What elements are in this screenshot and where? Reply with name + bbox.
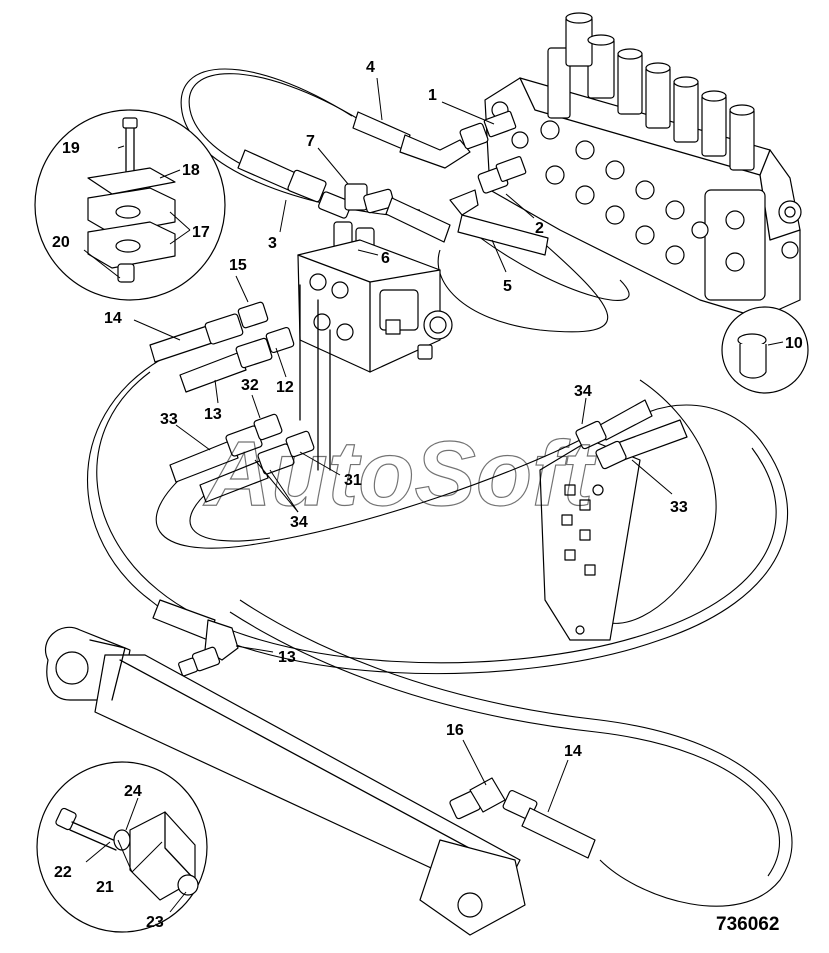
detail-clamp-21-24 <box>36 761 208 933</box>
figure-number: 736062 <box>716 914 779 935</box>
callout-13-upper: 13 <box>204 406 222 423</box>
hose-assembly-4 <box>352 110 517 169</box>
elbow-hose-13-lower <box>152 599 239 677</box>
callout-4: 4 <box>366 59 375 76</box>
callout-12: 12 <box>276 379 294 396</box>
callout-16: 16 <box>446 722 464 739</box>
hose-assembly-3 <box>237 149 327 203</box>
callout-20: 20 <box>52 234 70 251</box>
callout-7: 7 <box>306 133 315 150</box>
callout-1: 1 <box>428 87 437 104</box>
callout-15: 15 <box>229 257 247 274</box>
callout-18: 18 <box>182 162 200 179</box>
callout-14-lower: 14 <box>564 743 582 760</box>
callout-6: 6 <box>381 250 390 267</box>
detail-plug-10 <box>721 306 809 394</box>
hose-routing <box>87 68 793 907</box>
callout-5: 5 <box>503 278 512 295</box>
callout-17: 17 <box>192 224 210 241</box>
hose-assembly-34-33-right <box>575 399 688 470</box>
callout-13-lower: 13 <box>278 649 296 666</box>
ram-cylinder <box>45 626 526 936</box>
callout-19: 19 <box>62 140 80 157</box>
callout-labels: 1 2 3 4 5 6 7 10 12 13 13 14 14 15 16 17… <box>52 59 803 931</box>
callout-31: 31 <box>344 472 362 489</box>
hose-assembly-5 <box>449 156 549 256</box>
callout-22: 22 <box>54 864 72 881</box>
callout-14-upper: 14 <box>104 310 122 327</box>
callout-34-left: 34 <box>290 514 308 531</box>
control-valve-block <box>484 12 802 319</box>
port-bosses <box>491 101 709 265</box>
hose-assembly-34-left <box>199 430 315 503</box>
callout-21: 21 <box>96 879 114 896</box>
callout-33-left: 33 <box>160 411 178 428</box>
callout-32: 32 <box>241 377 259 394</box>
callout-23: 23 <box>146 914 164 931</box>
auxiliary-valve <box>297 239 453 471</box>
pedal-plate <box>539 439 641 641</box>
spool-sections <box>547 12 755 171</box>
callout-24: 24 <box>124 783 142 800</box>
detail-clamp-17-20 <box>34 109 226 301</box>
elbow-7 <box>318 183 451 243</box>
callout-3: 3 <box>268 235 277 252</box>
callout-34-right: 34 <box>574 383 592 400</box>
callout-10: 10 <box>785 335 803 352</box>
hose-assembly-14-upper <box>149 301 269 363</box>
leader-lines <box>83 77 784 913</box>
callout-2: 2 <box>535 220 544 237</box>
watermark: AutoSoft <box>203 423 597 525</box>
hose-assembly-33-left <box>169 413 283 483</box>
callout-33-right: 33 <box>670 499 688 516</box>
hose-assembly-13-upper <box>179 326 295 393</box>
